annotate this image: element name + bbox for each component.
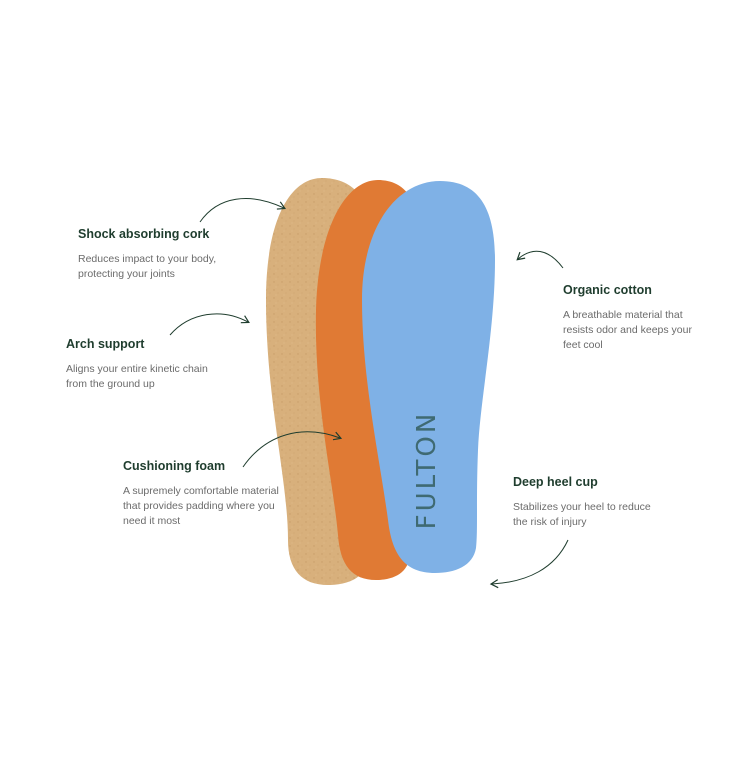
brand-logo: FULTON: [412, 410, 442, 530]
callout-description: Reduces impact to your body, protecting …: [78, 253, 217, 280]
arrow-cotton-icon: [516, 250, 564, 269]
arrow-arch-icon: [169, 313, 250, 336]
callout-title: Arch support: [66, 337, 145, 351]
callout-description: A breathable material that resists odor …: [563, 309, 692, 351]
callout-description: Stabilizes your heel to reduce the risk …: [513, 501, 651, 528]
callout-arch: Arch support Aligns your entire kinetic …: [66, 336, 226, 392]
callout-cork: Shock absorbing cork Reduces impact to y…: [78, 226, 248, 282]
callout-heel: Deep heel cup Stabilizes your heel to re…: [513, 474, 663, 530]
callout-foam: Cushioning foam A supremely comfortable …: [123, 458, 283, 529]
callout-title: Shock absorbing cork: [78, 227, 210, 241]
callout-title: Cushioning foam: [123, 459, 226, 473]
arrow-heel-icon: [489, 539, 569, 589]
callout-description: A supremely comfortable material that pr…: [123, 485, 279, 527]
cotton-insole: [362, 181, 495, 573]
arrow-foam-icon: [242, 431, 343, 468]
callout-title: Organic cotton: [563, 283, 652, 297]
arrow-cork-icon: [199, 198, 286, 223]
callout-title: Deep heel cup: [513, 475, 598, 489]
callout-cotton: Organic cotton A breathable material tha…: [563, 282, 703, 353]
callout-description: Aligns your entire kinetic chain from th…: [66, 363, 208, 390]
